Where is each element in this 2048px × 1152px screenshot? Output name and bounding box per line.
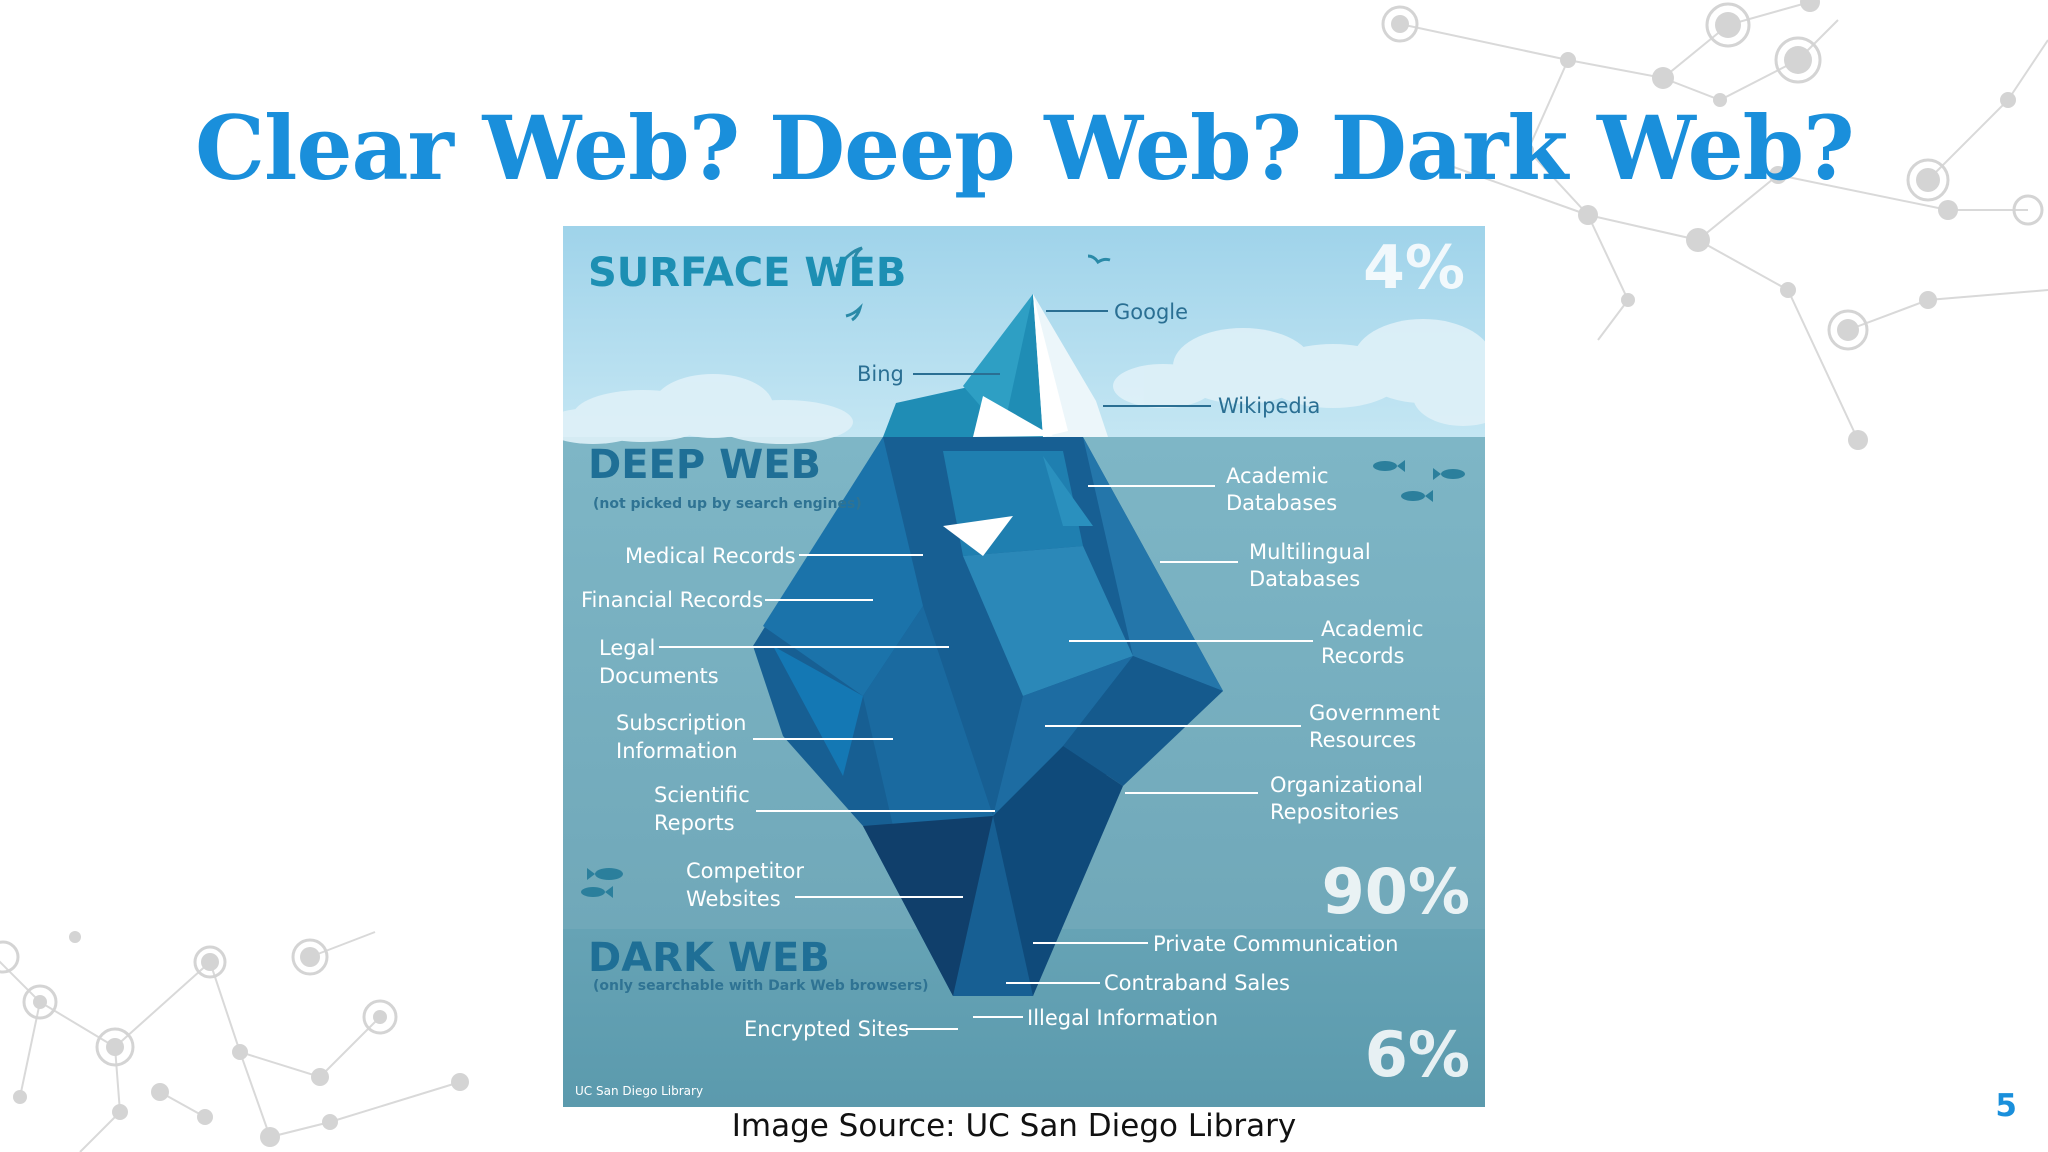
iceberg-graphic bbox=[753, 294, 1223, 996]
dark-web-title: DARK WEB bbox=[588, 935, 830, 981]
network-decoration-top-right bbox=[1381, 0, 2048, 450]
surface-web-title: SURFACE WEB bbox=[588, 250, 906, 296]
fish-icon bbox=[581, 460, 1465, 898]
label-illegal-information: Illegal Information bbox=[1027, 1006, 1218, 1030]
label-contraband-sales: Contraband Sales bbox=[1104, 971, 1290, 995]
deep-web-percent: 90% bbox=[1322, 855, 1470, 928]
slide-title: Clear Web? Deep Web? Dark Web? bbox=[195, 96, 1855, 200]
label-financial-records: Financial Records bbox=[581, 588, 763, 612]
label-google: Google bbox=[1114, 300, 1188, 324]
figure-credit: UC San Diego Library bbox=[575, 1084, 703, 1098]
deep-web-title: DEEP WEB bbox=[588, 442, 821, 488]
label-medical-records: Medical Records bbox=[625, 544, 796, 568]
dark-web-percent: 6% bbox=[1365, 1018, 1470, 1091]
iceberg-infographic: SURFACE WEB DEEP WEB (not picked up by s… bbox=[563, 226, 1485, 1107]
label-wikipedia: Wikipedia bbox=[1218, 394, 1320, 418]
label-encrypted-sites: Encrypted Sites bbox=[744, 1017, 909, 1041]
surface-web-percent: 4% bbox=[1363, 233, 1465, 303]
dark-web-subtitle: (only searchable with Dark Web browsers) bbox=[593, 978, 929, 994]
label-bing: Bing bbox=[857, 362, 904, 386]
page-number: 5 bbox=[1995, 1088, 2017, 1124]
bird-icon bbox=[835, 246, 1111, 322]
cloud-icon bbox=[563, 319, 1485, 444]
deep-web-subtitle: (not picked up by search engines) bbox=[593, 496, 862, 512]
image-source-caption: Image Source: UC San Diego Library bbox=[731, 1108, 1297, 1144]
label-private-communication: Private Communication bbox=[1153, 932, 1398, 956]
leader-lines bbox=[659, 310, 1313, 1030]
network-decoration-bottom-left bbox=[0, 931, 469, 1152]
